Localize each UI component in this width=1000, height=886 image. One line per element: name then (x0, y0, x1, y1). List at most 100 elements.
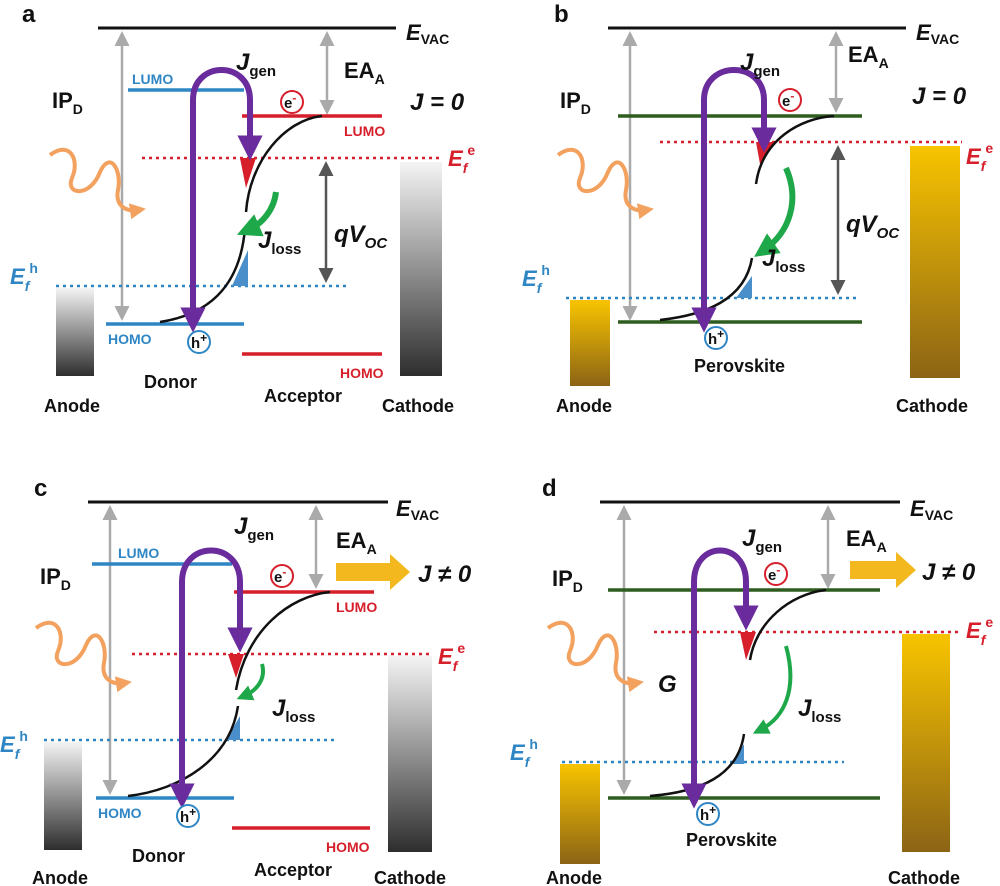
panel-c: c EVAC IPD EAA J ≠ 0 LUMO HOMO LUMO HOMO… (0, 475, 472, 886)
hole-label: h+ (191, 331, 207, 352)
panel-letter: b (554, 1, 569, 28)
jloss-arrow (754, 166, 796, 257)
anode-electrode (56, 288, 94, 376)
evac-label: EVAC (406, 20, 449, 47)
jloss-label: Jloss (258, 227, 301, 258)
material-label: Perovskite (694, 356, 785, 376)
electron-label: e- (284, 91, 296, 112)
electron-label: e- (782, 89, 794, 110)
light-wave-icon (34, 620, 132, 693)
anode-label: Anode (556, 396, 612, 416)
panel-letter: d (542, 475, 557, 502)
ef-h-label: Efh (522, 262, 550, 296)
panel-b: b EVAC IPD EAA J = 0 Efe Efh qVOC Jgen J… (522, 1, 993, 416)
evac-label: EVAC (916, 20, 959, 47)
jgen-arrow (169, 547, 253, 809)
material-label: Perovskite (686, 830, 777, 850)
current-arrow-icon (336, 554, 410, 590)
light-wave-icon (546, 620, 644, 693)
jloss-arrow (752, 645, 793, 734)
cathode-electrode (388, 656, 432, 852)
ef-e-label: Efe (448, 142, 475, 176)
red-occupation-fill (240, 158, 256, 188)
anode-label: Anode (44, 396, 100, 416)
light-wave-icon (556, 147, 654, 220)
ea-label: EAA (344, 58, 385, 87)
evac-label: EVAC (910, 496, 953, 523)
qvoc-label: qVOC (334, 221, 388, 252)
jgen-arrow (691, 67, 777, 333)
hole-icon (704, 326, 728, 350)
ef-h-label: Efh (0, 728, 28, 762)
anode-electrode (570, 300, 610, 386)
ef-h-label: Efh (510, 736, 538, 770)
jgen-arrow (681, 547, 759, 809)
donor-homo-label: HOMO (108, 331, 152, 347)
jloss-arrow (236, 191, 279, 237)
qvoc-label: qVOC (846, 211, 900, 242)
cathode-label: Cathode (888, 868, 960, 886)
panel-letter: c (34, 475, 47, 502)
ef-e-label: Efe (966, 614, 993, 648)
acceptor-label: Acceptor (254, 860, 332, 880)
current-label: J ≠ 0 (922, 559, 976, 586)
occupation-curve-top (244, 114, 323, 213)
cathode-electrode (902, 634, 950, 852)
acceptor-homo-label: HOMO (326, 839, 370, 855)
acceptor-label: Acceptor (264, 386, 342, 406)
occupation-curve-top (754, 114, 835, 185)
anode-label: Anode (546, 868, 602, 886)
cathode-label: Cathode (382, 396, 454, 416)
anode-label: Anode (32, 868, 88, 886)
jgen-label: Jgen (236, 49, 276, 80)
jgen-label: Jgen (234, 513, 274, 544)
cathode-label: Cathode (896, 396, 968, 416)
donor-label: Donor (132, 846, 185, 866)
generation-label: G (658, 671, 677, 698)
ea-label: EAA (336, 528, 377, 557)
electron-icon (270, 564, 294, 588)
donor-homo-label: HOMO (98, 805, 142, 821)
current-label: J = 0 (410, 89, 465, 116)
occupation-curve-bottom (159, 227, 247, 324)
ip-label: IPD (52, 88, 83, 117)
ip-label: IPD (560, 88, 591, 117)
ea-label: EAA (846, 526, 887, 555)
jgen-label: Jgen (742, 525, 782, 556)
jloss-label: Jloss (762, 245, 805, 276)
ef-h-label: Efh (10, 260, 38, 294)
occupation-curve-top (234, 590, 331, 691)
acceptor-lumo-label: LUMO (336, 599, 377, 615)
ea-label: EAA (848, 42, 889, 71)
donor-lumo-label: LUMO (118, 545, 159, 561)
ip-label: IPD (40, 564, 71, 593)
jloss-label: Jloss (798, 695, 841, 726)
jgen-label: Jgen (740, 49, 780, 80)
current-label: J ≠ 0 (418, 561, 472, 588)
cathode-label: Cathode (374, 868, 446, 886)
current-label: J = 0 (912, 83, 967, 110)
anode-electrode (560, 764, 600, 864)
ip-label: IPD (552, 566, 583, 595)
jgen-arrow (180, 67, 263, 333)
acceptor-lumo-label: LUMO (344, 123, 385, 139)
panel-letter: a (22, 1, 36, 28)
anode-electrode (44, 742, 82, 850)
cathode-electrode (910, 146, 960, 378)
hole-label: h+ (180, 805, 196, 826)
panel-d: d EVAC IPD EAA J ≠ 0 Efe Efh G Jgen Jlos… (510, 475, 993, 886)
cathode-electrode (400, 162, 442, 376)
evac-label: EVAC (396, 496, 439, 523)
acceptor-homo-label: HOMO (340, 365, 384, 381)
electron-icon (280, 90, 304, 114)
hole-label: h+ (708, 327, 724, 348)
electron-label: e- (274, 565, 286, 586)
jloss-arrow (236, 663, 265, 701)
light-wave-icon (48, 147, 146, 220)
hole-icon (187, 330, 211, 354)
electron-icon (764, 562, 788, 586)
donor-label: Donor (144, 372, 197, 392)
electron-label: e- (768, 563, 780, 584)
donor-lumo-label: LUMO (132, 71, 173, 87)
